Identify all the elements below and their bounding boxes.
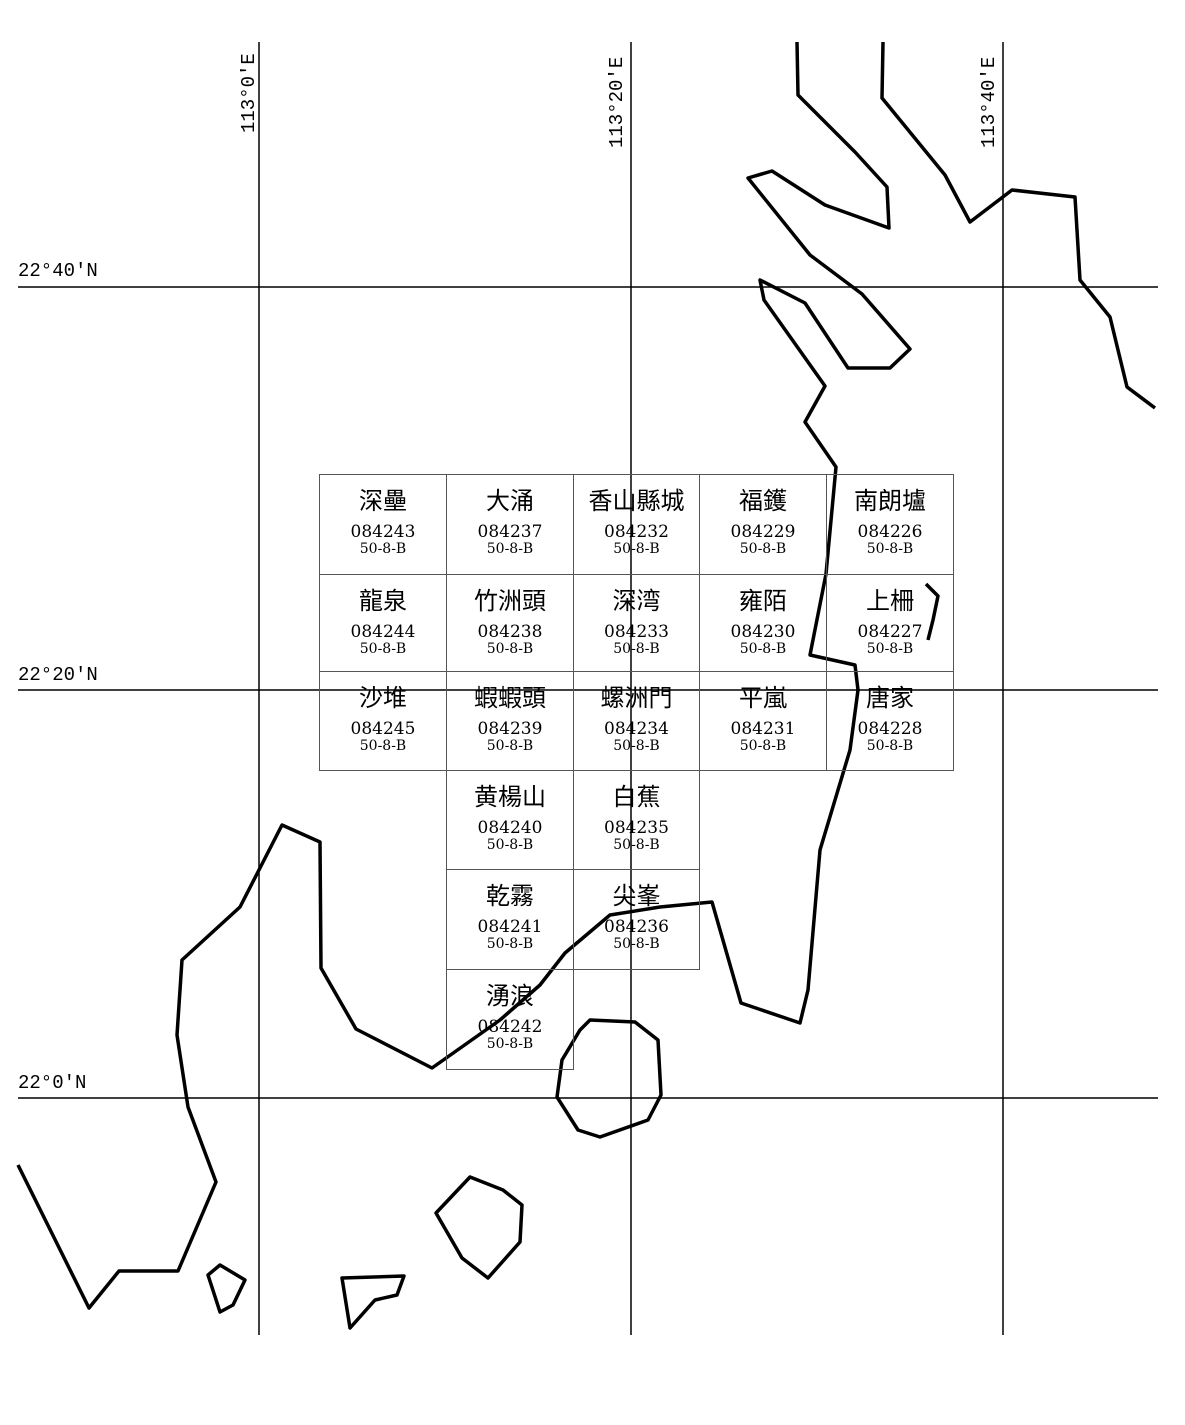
sheet-name: 大涌 [486,487,534,515]
sheet-series: 50-8-B [359,641,407,657]
sheet-name: 黄楊山 [474,783,546,811]
sheet-name: 南朗壚 [854,487,926,515]
sheet-code: 084245 [350,719,416,739]
sheet-code: 084238 [477,622,543,642]
island-1 [555,1018,663,1139]
sheet-name: 上柵 [866,587,914,615]
sheet-series: 50-8-B [486,641,534,657]
sheet-code: 084230 [730,622,796,642]
sheet-name: 龍泉 [359,587,407,615]
sheet-series: 50-8-B [739,641,787,657]
island-2 [434,1175,524,1280]
sheet-code: 084234 [604,719,669,739]
sheet-name: 沙堆 [359,684,407,712]
sheet-series: 50-8-B [613,738,660,754]
coastline-main [16,41,912,1310]
sheet-series: 50-8-B [359,738,407,754]
sheet-code: 084236 [604,917,669,937]
sheet-series: 50-8-B [486,738,534,754]
coastlines [16,41,1157,1330]
sheet-code: 084233 [604,622,669,642]
sheet-series: 50-8-B [866,738,914,754]
sheet-name: 湧浪 [486,982,534,1010]
sheet-name: 平嵐 [739,684,787,712]
longitude-label: 113°0′E [238,53,260,133]
sheet-series: 50-8-B [613,837,660,853]
sheet-name: 香山縣城 [588,487,685,515]
sheet-code: 084244 [350,622,416,642]
sheet-name: 唐家 [866,684,914,712]
sheet-code: 084241 [477,917,543,937]
sheet-code: 084239 [477,719,543,739]
sheet-series: 50-8-B [613,936,660,952]
sheet-series: 50-8-B [486,936,534,952]
sheet-name: 白蕉 [612,783,661,811]
sheet-name: 乾霧 [486,882,534,910]
island-3 [340,1274,406,1330]
sheet-name: 竹洲頭 [474,587,546,615]
longitude-label: 113°20′E [606,56,628,148]
sheet-code: 084229 [730,522,796,542]
sheet-series: 50-8-B [739,738,787,754]
sheet-name: 蝦蝦頭 [474,684,546,712]
sheet-name: 螺洲門 [600,684,673,712]
sheet-series: 50-8-B [359,541,407,557]
sheet-name: 福鑊 [739,487,787,515]
sheet-series: 50-8-B [866,641,914,657]
sheet-code: 084237 [477,522,543,542]
sheet-code: 084231 [730,719,796,739]
sheet-code: 084228 [857,719,923,739]
island-4 [206,1263,247,1314]
sheet-code: 084243 [350,522,416,542]
sheet-series: 50-8-B [486,541,534,557]
sheet-name: 尖峯 [612,882,661,910]
latitude-label: 22°0′N [18,1072,87,1094]
island-shangzha [924,582,940,641]
sheet-series: 50-8-B [739,541,787,557]
sheet-series: 50-8-B [486,837,534,853]
sheet-name: 雍陌 [739,587,787,615]
coastline-east [880,41,1157,410]
sheet-series: 50-8-B [486,1036,534,1052]
latitude-label: 22°20′N [18,664,98,686]
sheet-code: 084240 [477,818,543,838]
sheet-series: 50-8-B [613,641,660,657]
sheet-code: 084226 [857,522,923,542]
sheet-name: 深壘 [359,487,407,515]
longitude-label: 113°40′E [978,56,1000,148]
sheet-code: 084232 [604,522,669,542]
sheet-code: 084242 [477,1017,543,1037]
sheet-name: 深湾 [612,587,661,615]
sheet-series: 50-8-B [866,541,914,557]
sheet-code: 084235 [604,818,669,838]
latitude-label: 22°40′N [18,260,98,282]
graticule [18,42,1158,1335]
sheet-series: 50-8-B [613,541,660,557]
sheet-code: 084227 [857,622,923,642]
